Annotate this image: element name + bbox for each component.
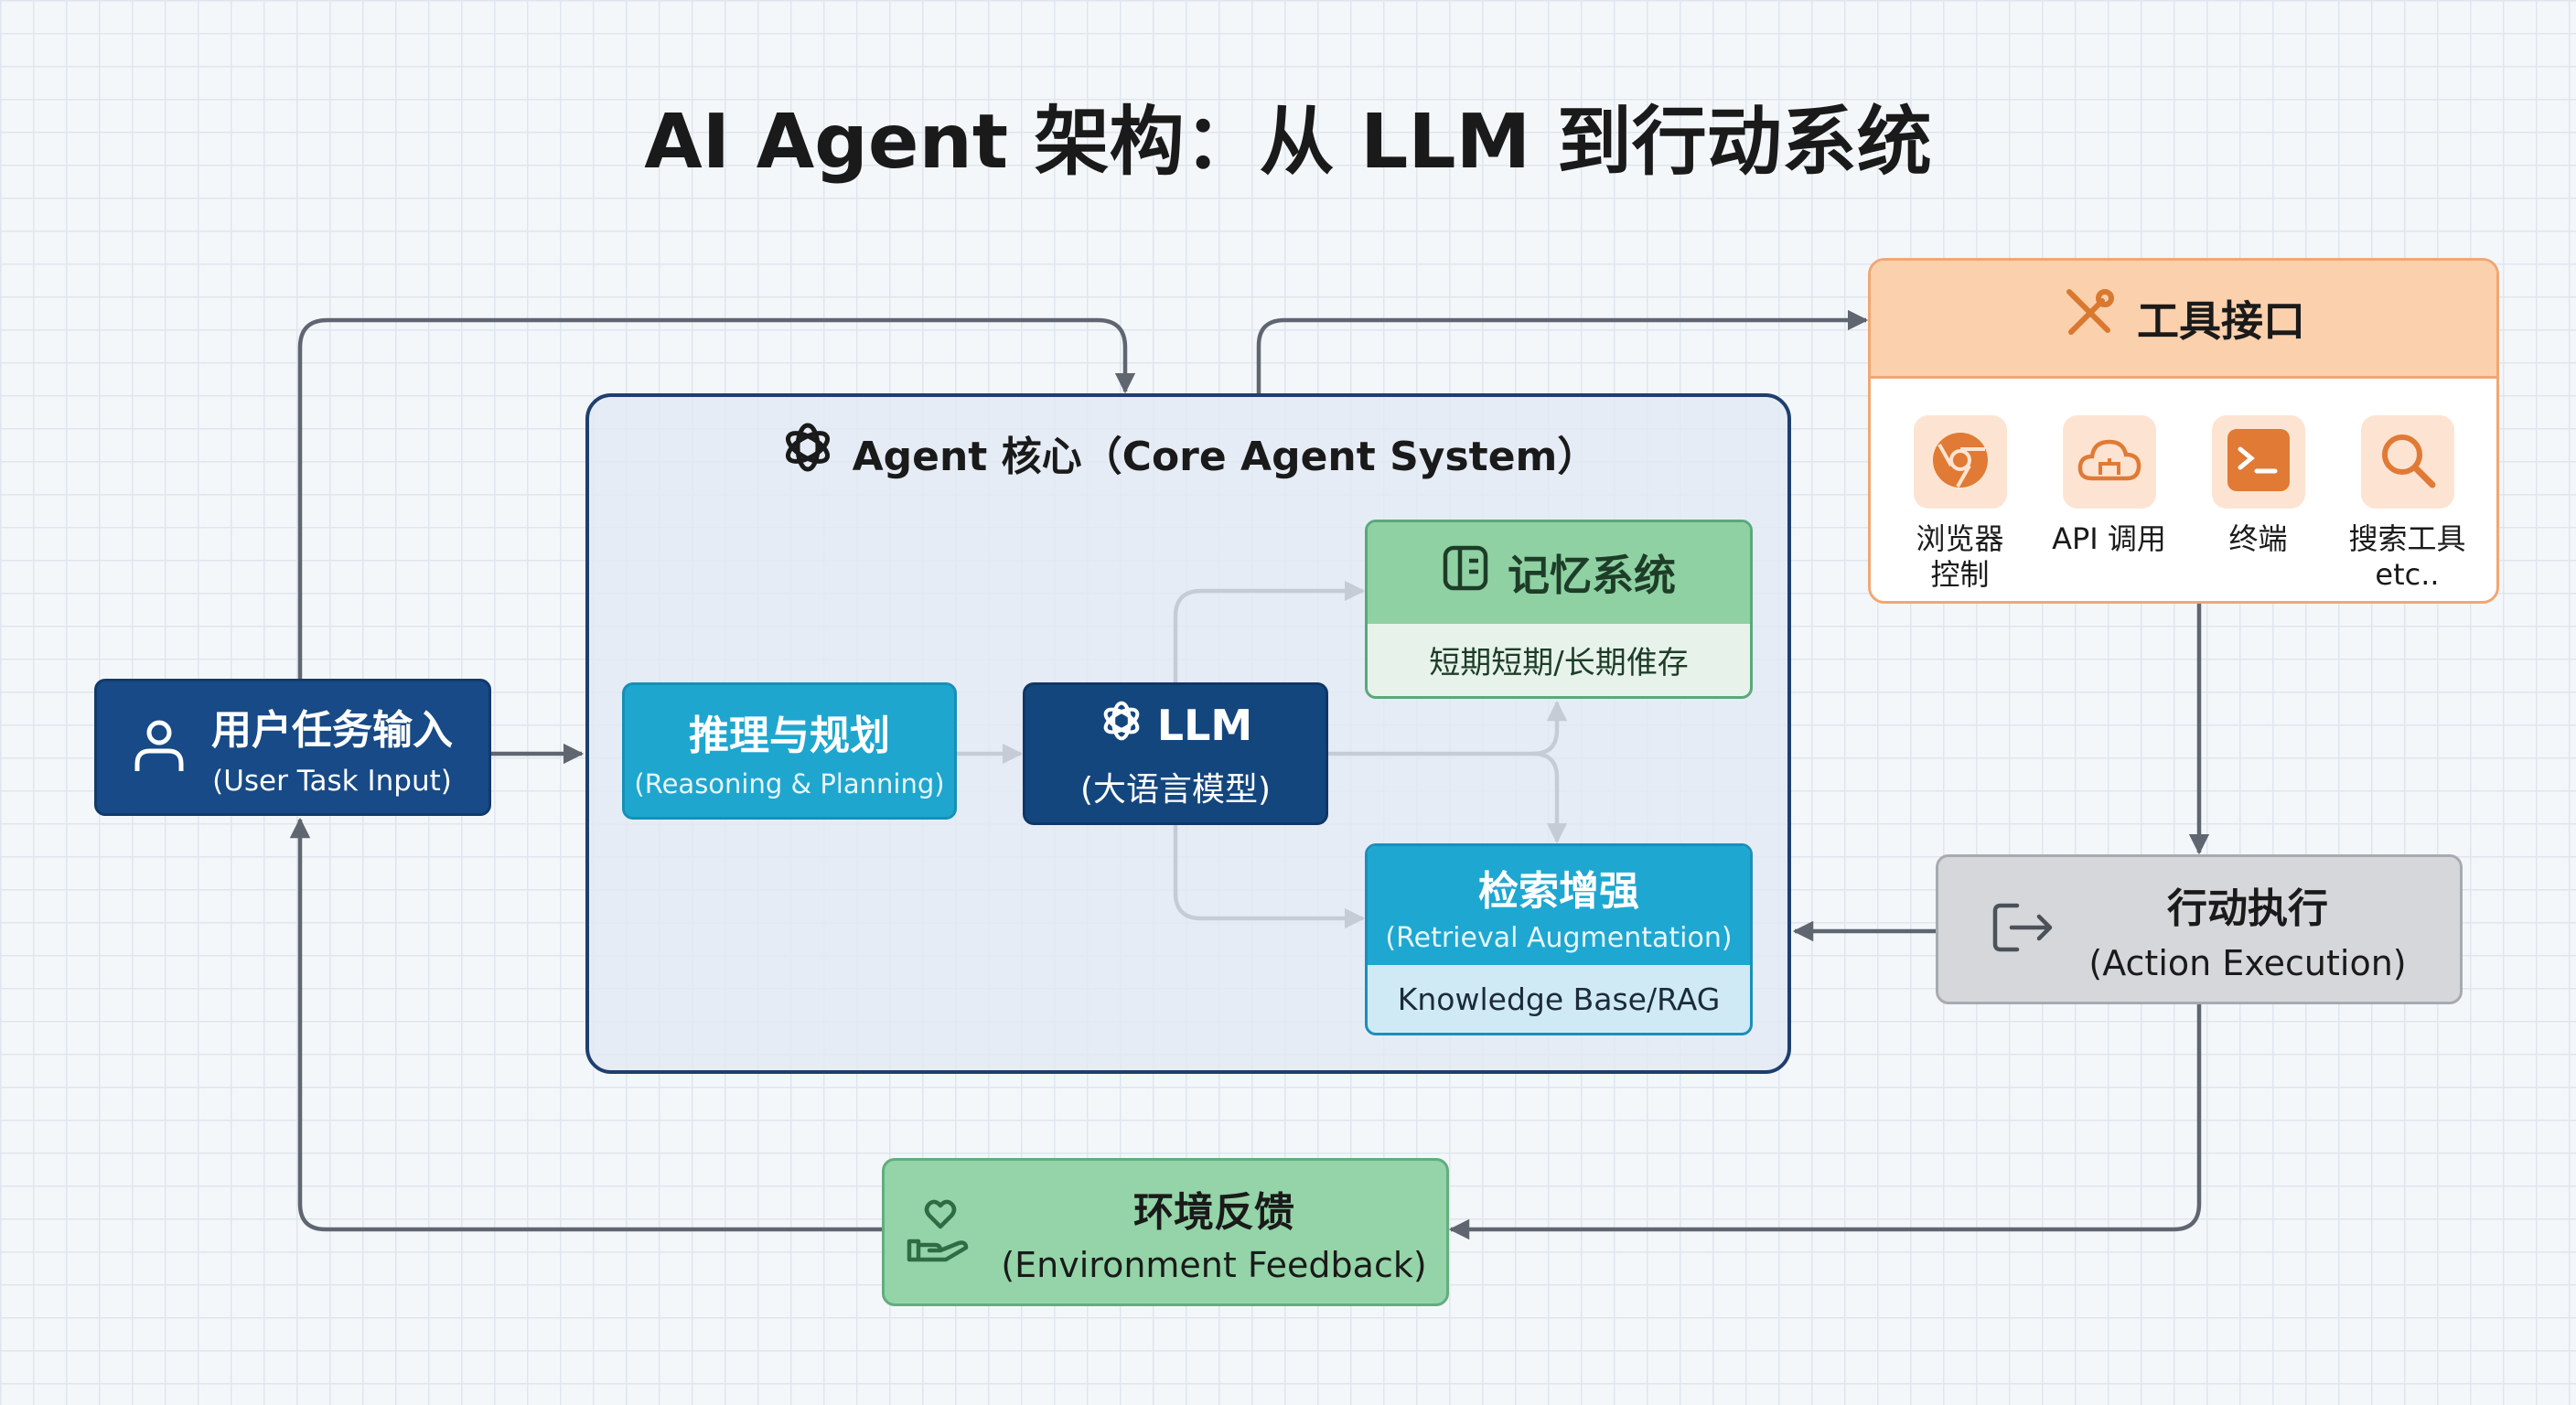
environment-feedback-node[interactable]: 环境反馈 (Environment Feedback) <box>882 1158 1449 1306</box>
llm-title: LLM <box>1156 701 1253 750</box>
memory-panel-icon <box>1442 544 1489 602</box>
retrieval-subtitle: (Retrieval Augmentation) <box>1385 921 1733 954</box>
user-task-input-title: 用户任务输入 <box>211 707 453 754</box>
llm-node[interactable]: LLM (大语言模型) <box>1023 682 1328 825</box>
retrieval-header: 检索增强 (Retrieval Augmentation) <box>1368 846 1750 966</box>
tool-item-browser[interactable]: 浏览器控制 <box>1892 415 2029 593</box>
action-title: 行动执行 <box>2167 885 2328 932</box>
tool-label: API 调用 <box>2052 521 2166 556</box>
reasoning-planning-node[interactable]: 推理与规划 (Reasoning & Planning) <box>622 682 957 820</box>
llm-subtitle: (大语言模型) <box>1079 770 1272 809</box>
hand-heart-icon <box>904 1196 973 1269</box>
arrow-user-to-core-top <box>297 317 1136 679</box>
reasoning-subtitle: (Reasoning & Planning) <box>634 768 945 799</box>
arrow-environment-to-user <box>289 817 882 1232</box>
openai-logo-icon <box>779 419 836 486</box>
tool-interface-node[interactable]: 工具接口 浏览器控制 API 调用 终端 <box>1868 258 2499 604</box>
memory-title: 记忆系统 <box>1508 551 1676 601</box>
page-title: AI Agent 架构：从 LLM 到行动系统 <box>644 99 1932 186</box>
tool-label-line2: etc.. <box>2375 557 2440 593</box>
arrow-action-to-environment <box>1448 1004 2202 1240</box>
memory-header: 记忆系统 <box>1368 522 1750 624</box>
action-subtitle: (Action Execution) <box>2088 943 2407 983</box>
tools-header: 工具接口 <box>1871 261 2496 379</box>
memory-system-node[interactable]: 记忆系统 短期短期/长期倠存 <box>1365 520 1753 699</box>
memory-subtitle: 短期短期/长期倠存 <box>1429 644 1689 681</box>
retrieval-footer: Knowledge Base/RAG <box>1397 981 1721 1017</box>
tool-item-api[interactable]: API 调用 <box>2041 415 2178 593</box>
tool-label: 搜索工具 <box>2348 521 2466 556</box>
tool-label: 浏览器 <box>1916 521 2004 556</box>
action-execution-node[interactable]: 行动执行 (Action Execution) <box>1936 854 2463 1004</box>
wrench-screwdriver-icon <box>2062 286 2117 351</box>
cloud-api-icon <box>2076 433 2143 491</box>
terminal-icon <box>2226 427 2292 497</box>
browser-icon <box>1928 428 1992 496</box>
user-task-input-node[interactable]: 用户任务输入 (User Task Input) <box>94 679 491 816</box>
user-icon <box>133 716 186 778</box>
openai-logo-icon <box>1099 698 1144 754</box>
reasoning-title: 推理与规划 <box>689 713 890 759</box>
tool-label: 终端 <box>2228 521 2288 556</box>
tool-item-terminal[interactable]: 终端 <box>2190 415 2327 593</box>
arrow-core-to-tools <box>1256 309 1869 393</box>
tools-title: 工具接口 <box>2137 296 2305 346</box>
environment-subtitle: (Environment Feedback) <box>1001 1245 1427 1285</box>
core-agent-title-text: Agent 核心（Core Agent System） <box>852 433 1598 480</box>
tool-label-line2: 控制 <box>1930 557 1990 593</box>
user-task-input-subtitle: (User Task Input) <box>212 765 452 798</box>
exit-arrow-icon <box>1991 900 2055 959</box>
retrieval-augmentation-node[interactable]: 检索增强 (Retrieval Augmentation) Knowledge … <box>1365 843 1753 1035</box>
core-agent-title: Agent 核心（Core Agent System） <box>585 419 1791 486</box>
retrieval-title: 检索增强 <box>1478 867 1639 915</box>
environment-title: 环境反馈 <box>1133 1189 1294 1236</box>
search-icon <box>2377 430 2438 494</box>
